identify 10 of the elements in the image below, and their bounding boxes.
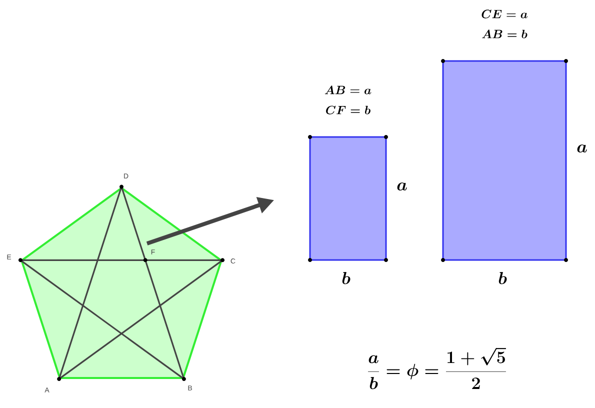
side-label: $b$: [342, 272, 350, 284]
side-label: $a$: [577, 144, 587, 152]
equation: $CF = b$: [326, 106, 370, 114]
equation: $AB = a$: [324, 86, 372, 94]
side-label: $b$: [498, 272, 507, 284]
pentagon-drawing: [18, 184, 225, 381]
formula: $\frac{a}{b} = \phi = \frac{1+\sqrt{5}}{2}$: [368, 348, 506, 390]
side-label: $a$: [397, 182, 407, 190]
equation: $CE = a$: [482, 10, 528, 18]
equation: $AB = b$: [482, 30, 528, 38]
